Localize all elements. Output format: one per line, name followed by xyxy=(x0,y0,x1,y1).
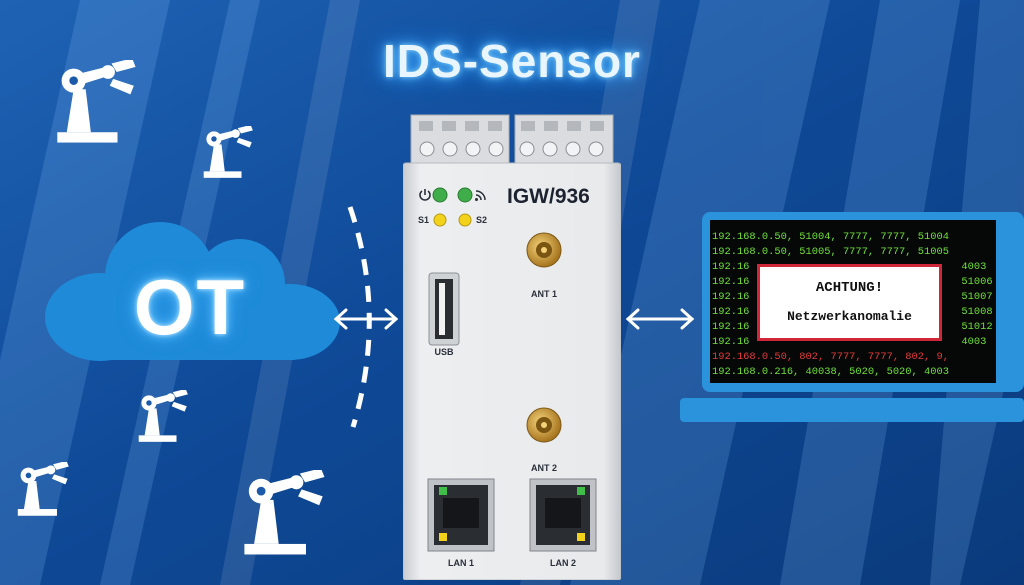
power-icon xyxy=(419,189,431,201)
bidirectional-arrow-icon xyxy=(625,308,695,330)
robot-arm-icon xyxy=(57,60,136,143)
page-title: IDS-Sensor xyxy=(383,35,641,87)
robot-arm-icon xyxy=(244,470,325,555)
ot-label: OT xyxy=(133,263,247,351)
anomaly-alert: ACHTUNG! Netzwerkanomalie xyxy=(757,264,942,341)
robot-arm-icon xyxy=(138,390,188,442)
log-line: 192.168.0.50, 51005, 7777, 7777, 51005 xyxy=(712,246,949,258)
log-line: 192.16 4003 xyxy=(712,336,987,348)
log-line: 192.16 51007 xyxy=(712,291,992,303)
log-line: 192.168.0.216, 40038, 5020, 5020, 4003 xyxy=(712,366,949,378)
usb-port-label: USB xyxy=(434,347,454,357)
led-label-s2: S2 xyxy=(476,215,488,225)
bidirectional-arrow-icon xyxy=(333,308,399,330)
device-model-label: IGW/936 xyxy=(507,185,590,208)
log-line: 192.16 51012 xyxy=(712,321,992,333)
network-boundary-line xyxy=(347,206,372,428)
robot-arm-icon xyxy=(203,126,253,178)
lan-1-label: LAN 1 xyxy=(447,558,474,568)
alert-title: ACHTUNG! xyxy=(815,280,884,296)
igw-device xyxy=(403,114,621,580)
log-line: 192.16 4003 xyxy=(712,261,987,273)
antenna-1-label: ANT 1 xyxy=(530,289,557,299)
log-line: 192.168.0.50, 802, 7777, 7777, 802, 9, xyxy=(712,351,949,363)
wireless-signal-icon xyxy=(475,190,486,201)
led-label-s1: S1 xyxy=(418,215,430,225)
antenna-2-label: ANT 2 xyxy=(530,463,557,473)
alert-message: Netzwerkanomalie xyxy=(787,309,912,324)
terminal-log: 192.168.0.50, 51004, 7777, 7777, 51004 19… xyxy=(712,228,992,381)
log-line: 192.16 51006 xyxy=(712,276,992,288)
log-line: 192.168.0.50, 51004, 7777, 7777, 51004 xyxy=(712,231,949,243)
robot-arm-icon xyxy=(17,462,69,516)
log-line: 192.16 51008 xyxy=(712,306,992,318)
lan-2-label: LAN 2 xyxy=(549,558,576,568)
ot-cloud xyxy=(45,222,340,361)
